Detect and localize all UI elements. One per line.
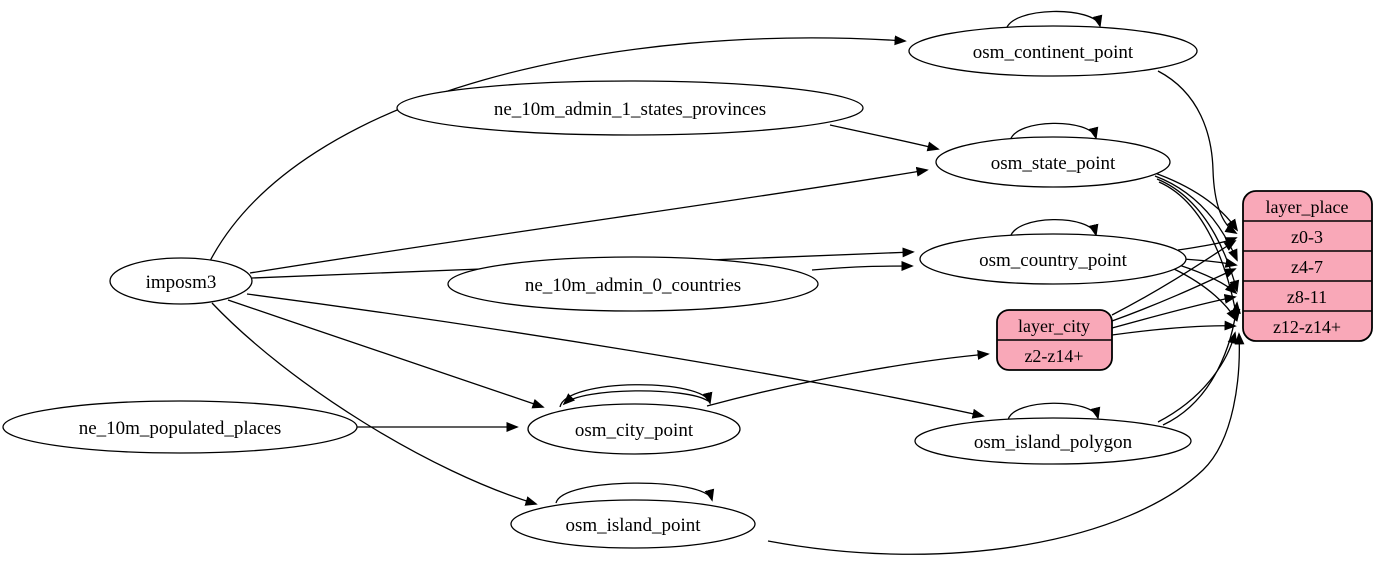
edge-imposm3-osm_city_point	[227, 299, 545, 409]
record-layer_place-row-z8-11: z8-11	[1287, 287, 1327, 307]
edge-osm_island_polygon-z12-z14	[1157, 331, 1238, 423]
node-imposm3: imposm3	[109, 257, 253, 305]
node-imposm3-label: imposm3	[146, 272, 217, 293]
edge-osm_country_point-z0-3	[1177, 237, 1238, 251]
edge-layer_city-z4-7	[1111, 268, 1237, 322]
record-layer_city-title: layer_city	[1018, 316, 1090, 336]
node-osm_country_point-shape	[919, 233, 1187, 285]
record-layer_place-title: layer_place	[1266, 197, 1349, 217]
edge-ne0-osm_country_point	[811, 261, 914, 271]
node-ne1-shape	[396, 80, 864, 136]
record-layer_city-row-z2-z14: z2-z14+	[1024, 346, 1083, 366]
edge-osm_island_point-z12-z14	[767, 332, 1245, 555]
selfloop-osm_island_point	[555, 482, 715, 504]
node-ne_10m_admin_1_states_provinces: ne_10m_admin_1_states_provinces	[396, 80, 864, 136]
node-nepp-shape	[2, 400, 358, 454]
selfloop-osm_continent_point	[1005, 10, 1103, 31]
edge-osm_state_point-z4-7	[1154, 175, 1238, 262]
node-ne0-label: ne_10m_admin_0_countries	[525, 275, 741, 296]
selfloop-osm_state_point	[1009, 122, 1099, 142]
node-osm_state_point-shape	[935, 136, 1171, 188]
edge-layer_city-z0-3	[1111, 240, 1237, 316]
node-ne_10m_admin_0_countries: ne_10m_admin_0_countries	[447, 256, 819, 312]
edge-layer_city-z8-11	[1111, 294, 1237, 329]
node-osm_city_point-shape	[527, 403, 741, 455]
node-osm_continent_point-label: osm_continent_point	[973, 42, 1134, 63]
node-osm_country_point-label: osm_country_point	[979, 250, 1127, 271]
record-layer_place: layer_place z0-3 z4-7 z8-11 z12-z14+	[1242, 190, 1373, 342]
selfloop-osm_country_point	[1009, 218, 1099, 239]
edge-osm_state_point-z0-3	[1151, 171, 1239, 232]
record-layer_place-row-z12-z14: z12-z14+	[1273, 317, 1341, 337]
record-layer_place-row-z0-3: z0-3	[1291, 227, 1323, 247]
node-osm_city_point-label: osm_city_point	[575, 420, 694, 441]
edge-imposm3-osm_continent_point	[209, 35, 907, 262]
node-ne0-shape	[447, 256, 819, 312]
record-layer_city: layer_city z2-z14+	[996, 309, 1113, 371]
node-nepp-label: ne_10m_populated_places	[79, 418, 282, 439]
edge-osm_state_point-z8-11	[1156, 178, 1240, 293]
node-osm_island_point-label: osm_island_point	[565, 515, 701, 536]
node-osm_island_polygon: osm_island_polygon	[914, 417, 1192, 465]
node-ne1-label: ne_10m_admin_1_states_provinces	[494, 99, 766, 120]
node-osm_island_polygon-label: osm_island_polygon	[974, 432, 1133, 453]
edge-imposm3-osm_island_polygon	[246, 293, 985, 419]
node-osm_continent_point: osm_continent_point	[908, 25, 1198, 77]
selfloop-osm_island_polygon	[1007, 402, 1101, 421]
edge-osm_continent_point-z0-3	[1157, 70, 1238, 234]
node-osm_island_point-shape	[510, 499, 756, 549]
node-osm_city_point: osm_city_point	[527, 403, 741, 455]
node-ne_10m_populated_places: ne_10m_populated_places	[2, 400, 358, 454]
edge-ne1-osm_state_point	[829, 124, 940, 152]
node-imposm3-shape	[109, 257, 253, 305]
edge-osm_country_point-z8-11	[1178, 264, 1238, 295]
edge-imposm3-osm_state_point	[249, 166, 929, 274]
node-osm_island_polygon-shape	[914, 417, 1192, 465]
edge-layer_city-z12-z14	[1111, 320, 1237, 336]
node-osm_continent_point-shape	[908, 25, 1198, 77]
edge-osm_country_point-z4-7	[1182, 258, 1238, 268]
node-osm_state_point-label: osm_state_point	[991, 153, 1116, 174]
selfloop-osm_city_point-b	[562, 390, 709, 406]
edge-imposm3-osm_island_point	[211, 302, 538, 506]
edge-osm_island_polygon-z8-11	[1162, 301, 1241, 426]
node-osm_state_point: osm_state_point	[935, 136, 1171, 188]
node-osm_country_point: osm_country_point	[919, 233, 1187, 285]
record-layer_place-shape	[1242, 190, 1373, 342]
record-layer_place-row-z4-7: z4-7	[1291, 257, 1323, 277]
edge-osm_city_point-layer_city	[706, 350, 990, 407]
node-osm_island_point: osm_island_point	[510, 499, 756, 549]
